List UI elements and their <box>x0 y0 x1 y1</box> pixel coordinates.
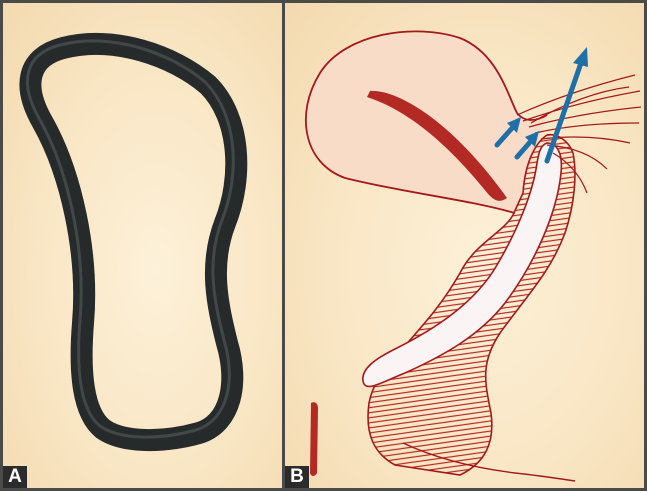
left-small-structure <box>310 402 318 476</box>
ring-shape <box>30 44 236 440</box>
pessary-ring-icon <box>3 3 282 488</box>
arrow-3-head <box>573 47 588 67</box>
ring-highlight <box>27 41 233 437</box>
anatomy-cross-section-drawing <box>285 3 644 488</box>
panel-b: B <box>285 3 644 488</box>
panel-label-a: A <box>3 466 27 488</box>
panel-label-b: B <box>285 466 309 488</box>
panel-a: A <box>3 3 282 488</box>
